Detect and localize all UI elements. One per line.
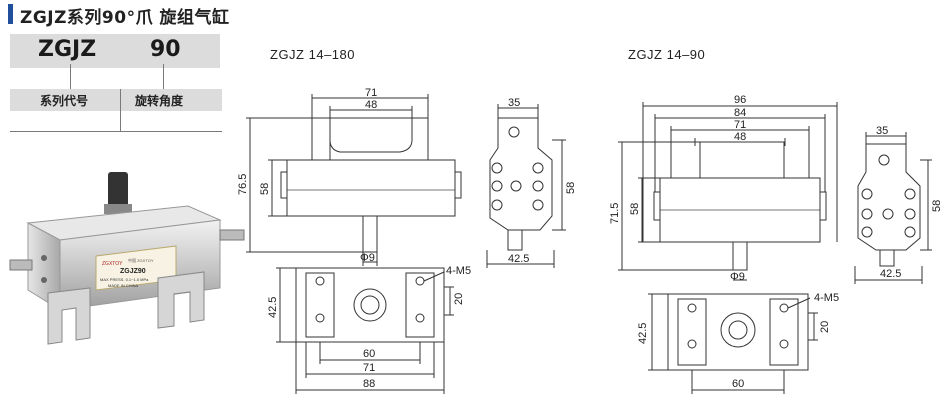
v2-side-dim-42-5: 42.5 — [880, 268, 901, 280]
v1-side-dim-58: 58 — [565, 182, 577, 194]
v2-front-dim-84: 84 — [734, 107, 746, 119]
v1-front-dim-phi9: Φ9 — [360, 252, 375, 264]
view2-side — [854, 132, 932, 284]
v2-front-dim-71-5: 71.5 — [609, 203, 621, 224]
view-title-1: ZGJZ 14–180 — [270, 47, 355, 62]
code-band — [10, 34, 220, 68]
v1-bottom-dim-4m5: 4-M5 — [446, 265, 471, 277]
col-header-series: 系列代号 — [40, 94, 89, 108]
v1-bottom-dim-42-5: 42.5 — [267, 297, 279, 318]
v2-front-dim-71: 71 — [734, 119, 746, 131]
v2-bottom-dim-60: 60 — [732, 378, 744, 390]
v2-side-dim-35: 35 — [876, 125, 888, 137]
angle-leader — [163, 64, 164, 89]
v1-bottom-dim-20: 20 — [453, 293, 465, 305]
label-spec: MAX PRESS. 0.1~1.0 MPa — [100, 277, 149, 282]
v2-bottom-dim-4m5: 4-M5 — [814, 292, 839, 304]
view-title-2: ZGJZ 14–90 — [628, 47, 706, 62]
view2-bottom — [648, 293, 818, 394]
view2-front — [618, 102, 838, 281]
col-header-angle: 旋转角度 — [135, 94, 184, 108]
v2-bottom-dim-42-5: 42.5 — [637, 323, 649, 344]
table-bottom-line — [10, 131, 222, 132]
v2-front-dim-48: 48 — [734, 131, 746, 143]
v1-bottom-dim-71: 71 — [363, 362, 375, 374]
label-origin: MADE IN CHINA — [108, 283, 139, 288]
product-illustration: ZGXTOY 中国 ZGXTOY ZGJZ90 MAX PRESS. 0.1~1… — [9, 172, 245, 345]
view1-side — [486, 104, 566, 268]
series-code: ZGJZ — [38, 37, 97, 62]
angle-code: 90 — [150, 37, 181, 62]
v1-bottom-dim-88: 88 — [363, 378, 375, 390]
v1-side-dim-35: 35 — [508, 97, 520, 109]
v2-side-dim-58: 58 — [931, 200, 943, 212]
title-accent-bar — [8, 4, 13, 24]
view1-bottom — [276, 267, 454, 394]
series-leader — [70, 64, 71, 89]
v1-front-dim-48: 48 — [365, 99, 377, 111]
page-title: ZGJZ系列90°爪 旋组气缸 — [20, 8, 230, 28]
v1-side-dim-42-5: 42.5 — [508, 253, 529, 265]
label-model: ZGJZ90 — [120, 268, 146, 275]
v1-bottom-dim-60: 60 — [363, 348, 375, 360]
v1-front-dim-58: 58 — [259, 183, 271, 195]
label-brand: ZGXTOY — [102, 261, 123, 267]
view1-front — [246, 94, 462, 266]
v1-front-dim-76-5: 76.5 — [237, 174, 249, 195]
knob — [108, 172, 128, 208]
v2-front-dim-phi9: Φ9 — [730, 271, 745, 283]
label-brand-right: 中国 ZGXTOY — [128, 257, 154, 263]
v1-front-dim-71: 71 — [365, 87, 377, 99]
v2-front-dim-96: 96 — [734, 94, 746, 106]
v2-bottom-dim-20: 20 — [819, 321, 831, 333]
header-band — [10, 89, 222, 111]
v2-front-dim-58: 58 — [629, 203, 641, 215]
table-divider — [120, 89, 121, 131]
